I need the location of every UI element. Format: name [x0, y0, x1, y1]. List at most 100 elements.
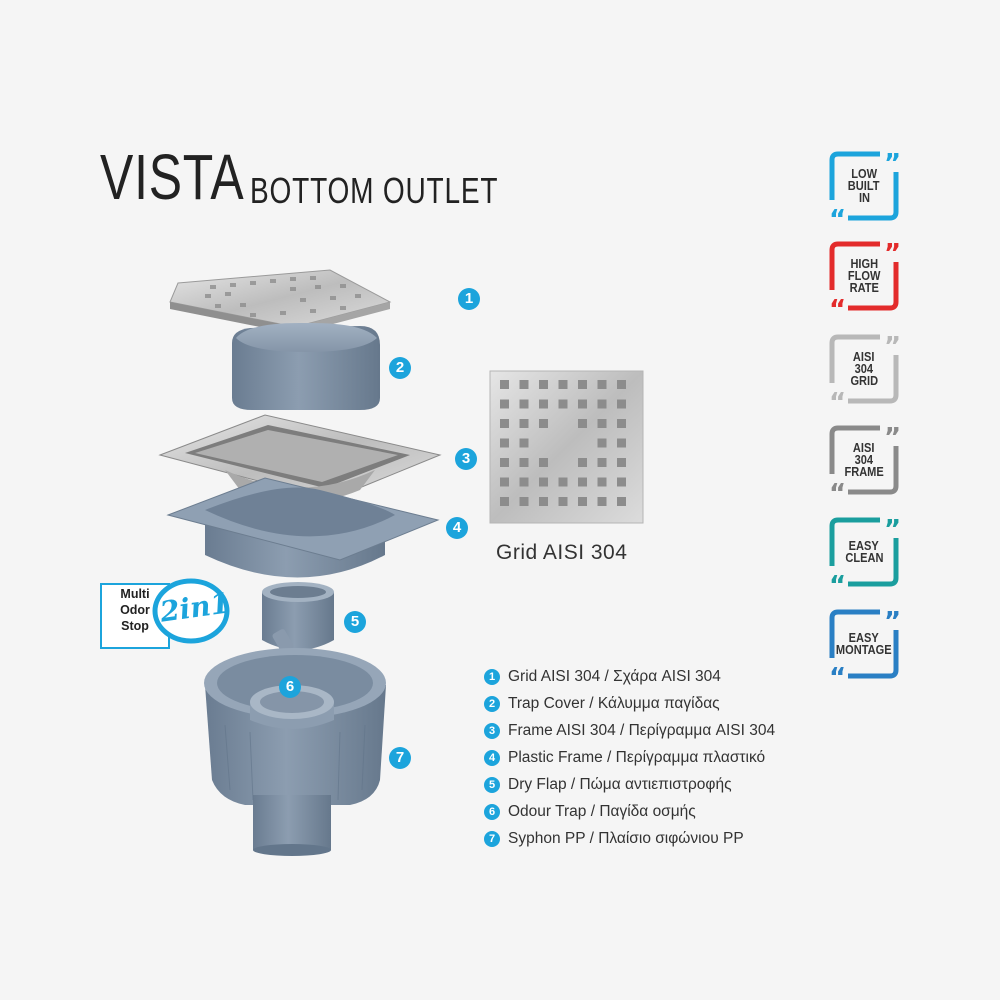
grid-slot	[539, 497, 548, 506]
svg-text:“: “	[829, 388, 846, 405]
grid-slot	[519, 497, 529, 506]
multi-badge-text: Multi Odor Stop	[104, 586, 166, 634]
grid-slot	[500, 380, 509, 389]
grid-slot	[539, 419, 548, 428]
feature-line: CLEAN	[844, 550, 884, 565]
part-frame-plastic	[166, 477, 440, 578]
svg-text:”: ”	[884, 150, 900, 179]
legend-item: 1 Grid AISI 304 / Σχάρα AISI 304	[484, 666, 775, 693]
part-odour-trap	[250, 685, 334, 729]
grid-slot	[578, 380, 587, 389]
grid-slot	[558, 380, 568, 389]
svg-text:“: “	[829, 205, 846, 222]
grid-slot	[578, 458, 587, 467]
multi-odor-stop-badge: Multi Odor Stop 2in1	[100, 578, 240, 653]
legend-text: Grid AISI 304 / Σχάρα AISI 304	[508, 668, 721, 685]
quote-frame-icon: ”“	[829, 333, 900, 405]
grid-slot	[558, 477, 568, 487]
quote-frame-icon: ”“	[829, 516, 900, 588]
grid-slot	[597, 477, 607, 487]
legend-text: Trap Cover / Κάλυμμα παγίδας	[508, 695, 720, 712]
feature-line: IN	[858, 190, 870, 205]
feature-line: MONTAGE	[836, 642, 892, 657]
legend-text: Frame AISI 304 / Περίγραμμα AISI 304	[508, 722, 776, 739]
grid-slot	[617, 438, 626, 448]
legend-text: Odour Trap / Παγίδα οσμής	[508, 803, 696, 820]
legend-text: Dry Flap / Πώμα αντιεπιστροφής	[508, 776, 732, 793]
feature-line: BUILT	[848, 178, 880, 193]
legend-number: 6	[484, 803, 500, 820]
grid-slot	[617, 477, 626, 487]
legend-number: 3	[484, 722, 500, 739]
grid-slot	[539, 380, 548, 389]
grid-slot	[519, 477, 529, 487]
grid-slot	[578, 399, 587, 409]
feature-line: EASY	[848, 630, 880, 645]
grid-slot	[558, 399, 568, 409]
legend-item: 6 Odour Trap / Παγίδα οσμής	[484, 801, 775, 828]
callout-5: 5	[344, 611, 366, 633]
grid-slot	[558, 497, 568, 506]
feature-line: AISI	[853, 440, 875, 455]
quote-frame-icon: ”“	[829, 240, 900, 312]
grid-slot	[597, 419, 607, 428]
svg-text:“: “	[829, 479, 846, 496]
feature-line: FRAME	[844, 464, 884, 479]
grid-slot	[578, 419, 587, 428]
legend-number: 2	[484, 695, 500, 712]
callout-7: 7	[389, 747, 411, 769]
legend-item: 5 Dry Flap / Πώμα αντιεπιστροφής	[484, 774, 775, 801]
grid-slot	[617, 458, 626, 467]
grid-slot	[500, 477, 509, 487]
grid-slot	[617, 419, 626, 428]
grid-slot	[519, 399, 529, 409]
grid-slot	[500, 458, 509, 467]
grid-slot	[597, 438, 607, 448]
svg-text:“: “	[829, 295, 846, 312]
grid-slot	[617, 399, 626, 409]
feature-line: LOW	[851, 166, 877, 181]
feature-line: AISI	[853, 349, 875, 364]
grid-slot	[519, 438, 529, 448]
svg-text:”: ”	[884, 424, 900, 453]
legend-number: 5	[484, 776, 500, 793]
grid-slot	[500, 438, 509, 448]
grid-slot	[539, 477, 548, 487]
callout-3: 3	[455, 448, 477, 470]
grid-slot	[597, 497, 607, 506]
svg-text:“: “	[829, 571, 846, 588]
grid-slot	[597, 458, 607, 467]
grid-slot	[617, 380, 626, 389]
grid-slot	[519, 458, 529, 467]
callout-4: 4	[446, 517, 468, 539]
grid-slot	[578, 497, 587, 506]
grid-slot	[597, 380, 607, 389]
grid-slot	[539, 458, 548, 467]
grid-slot	[597, 399, 607, 409]
quote-frame-icon: ”“	[829, 608, 900, 680]
feature-line: 304	[854, 361, 874, 376]
grid-caption: Grid AISI 304	[496, 541, 628, 564]
legend-text: Syphon PP / Πλαίσιο σιφώνιου PP	[508, 830, 744, 847]
legend-number: 1	[484, 668, 500, 685]
part-grid	[169, 269, 392, 334]
legend-item: 3 Frame AISI 304 / Περίγραμμα AISI 304	[484, 720, 775, 747]
grid-top-view	[489, 370, 644, 524]
svg-text:“: “	[829, 663, 846, 680]
part-trap-cover	[232, 322, 380, 410]
callout-2: 2	[389, 357, 411, 379]
multi-line-1: Multi	[120, 587, 150, 601]
grid-slot	[617, 497, 626, 506]
svg-text:”: ”	[884, 516, 900, 545]
feature-line: 304	[854, 452, 874, 467]
grid-slot	[519, 380, 529, 389]
